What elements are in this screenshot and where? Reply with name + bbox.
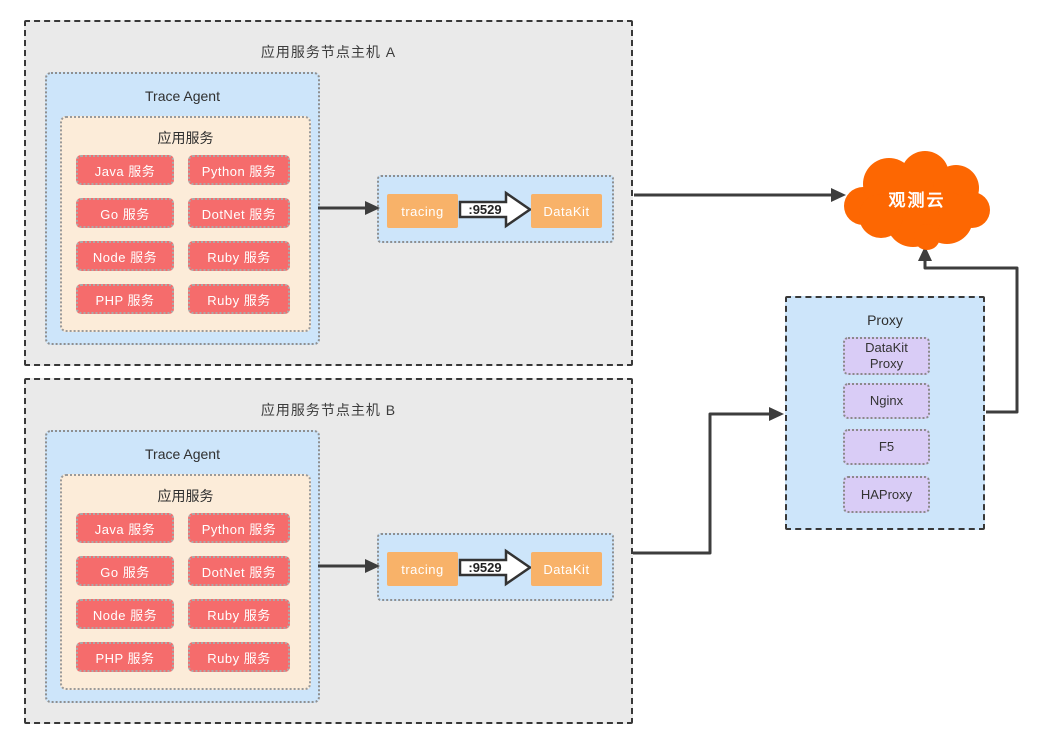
proxy-panel: Proxy DataKit Proxy Nginx F5 HAProxy bbox=[785, 296, 985, 530]
service-box: Node 服务 bbox=[76, 241, 174, 271]
service-box: Java 服务 bbox=[76, 513, 174, 543]
service-grid-a: Java 服务 Python 服务 Go 服务 DotNet 服务 Node 服… bbox=[76, 155, 290, 314]
arrow-pipeline-b-to-proxy bbox=[633, 412, 770, 555]
service-box: Ruby 服务 bbox=[188, 642, 290, 672]
datakit-pipeline-a: tracing :9529 DataKit bbox=[377, 175, 614, 243]
app-services-label: 应用服务 bbox=[157, 488, 214, 504]
datakit-box: DataKit bbox=[531, 552, 602, 586]
service-box: Ruby 服务 bbox=[188, 599, 290, 629]
host-a-title: 应用服务节点主机 A bbox=[260, 44, 397, 60]
port-label: :9529 bbox=[468, 202, 501, 217]
app-services-panel-a: 应用服务 Java 服务 Python 服务 Go 服务 DotNet 服务 N… bbox=[60, 116, 311, 332]
service-grid-b: Java 服务 Python 服务 Go 服务 DotNet 服务 Node 服… bbox=[76, 513, 290, 672]
proxy-item-datakit-proxy: DataKit Proxy bbox=[843, 337, 930, 375]
datakit-box: DataKit bbox=[531, 194, 602, 228]
service-box: DotNet 服务 bbox=[188, 198, 290, 228]
service-box: Ruby 服务 bbox=[188, 241, 290, 271]
proxy-item-nginx: Nginx bbox=[843, 383, 930, 419]
service-box: Ruby 服务 bbox=[188, 284, 290, 314]
host-b-title: 应用服务节点主机 B bbox=[260, 402, 397, 418]
host-node-b: 应用服务节点主机 B Trace Agent 应用服务 Java 服务 Pyth… bbox=[24, 378, 633, 724]
proxy-title: Proxy bbox=[867, 312, 903, 328]
port-label: :9529 bbox=[468, 560, 501, 575]
service-box: PHP 服务 bbox=[76, 284, 174, 314]
app-services-label: 应用服务 bbox=[157, 130, 214, 146]
observation-cloud: 观测云 bbox=[843, 148, 991, 252]
trace-agent-label: Trace Agent bbox=[145, 446, 220, 462]
service-box: Go 服务 bbox=[76, 556, 174, 586]
proxy-item-f5: F5 bbox=[843, 429, 930, 465]
proxy-item-haproxy: HAProxy bbox=[843, 476, 930, 513]
service-box: Go 服务 bbox=[76, 198, 174, 228]
datakit-pipeline-b: tracing :9529 DataKit bbox=[377, 533, 614, 601]
app-services-panel-b: 应用服务 Java 服务 Python 服务 Go 服务 DotNet 服务 N… bbox=[60, 474, 311, 690]
arrowhead bbox=[769, 407, 784, 421]
service-box: Java 服务 bbox=[76, 155, 174, 185]
trace-agent-panel-b: Trace Agent 应用服务 Java 服务 Python 服务 Go 服务… bbox=[45, 430, 320, 703]
service-box: Node 服务 bbox=[76, 599, 174, 629]
service-box: DotNet 服务 bbox=[188, 556, 290, 586]
service-box: Python 服务 bbox=[188, 513, 290, 543]
service-box: PHP 服务 bbox=[76, 642, 174, 672]
trace-agent-panel-a: Trace Agent 应用服务 Java 服务 Python 服务 Go 服务… bbox=[45, 72, 320, 345]
cloud-shape bbox=[844, 151, 990, 250]
tracing-box: tracing bbox=[387, 552, 458, 586]
service-box: Python 服务 bbox=[188, 155, 290, 185]
cloud-label: 观测云 bbox=[888, 191, 946, 210]
tracing-box: tracing bbox=[387, 194, 458, 228]
port-9529-arrow: :9529 bbox=[458, 548, 533, 587]
host-node-a: 应用服务节点主机 A Trace Agent 应用服务 Java 服务 Pyth… bbox=[24, 20, 633, 366]
port-9529-arrow: :9529 bbox=[458, 190, 533, 229]
trace-agent-label: Trace Agent bbox=[145, 88, 220, 104]
